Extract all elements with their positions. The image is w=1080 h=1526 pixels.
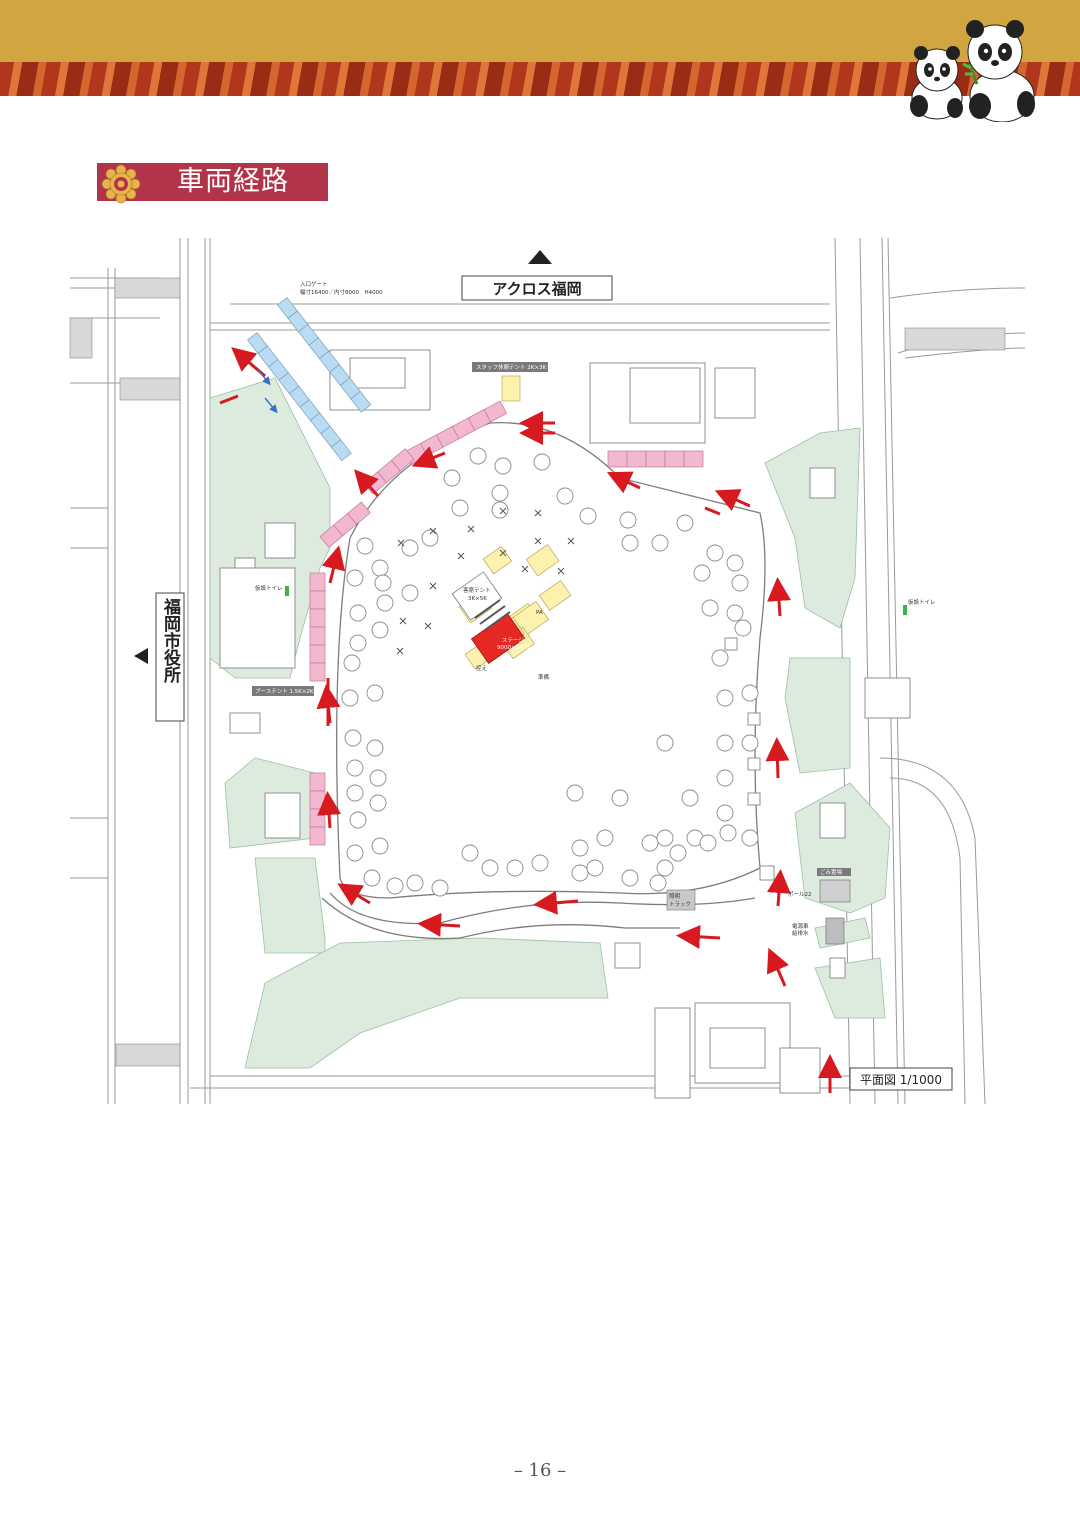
page-number: – 16 – — [513, 1460, 567, 1481]
west-arrow-icon — [134, 648, 148, 664]
blue-route-arrows — [257, 369, 278, 414]
north-arrow-icon — [528, 250, 552, 264]
garbage-label: ごみ置場 — [820, 868, 843, 876]
toilet-label-left: 仮設トイレ — [255, 584, 283, 592]
section-title-bar: 車両経路 — [97, 163, 328, 204]
green-areas — [209, 377, 891, 1069]
benches — [396, 507, 575, 655]
vehicle-route-arrows — [231, 347, 842, 1093]
guest-tent-label: 客席テント — [463, 586, 491, 594]
crosswalks — [69, 277, 1006, 1067]
stage-size: 9000×5400 — [497, 645, 530, 651]
site-map: アクロス福岡 福岡市役所 平面図 1/1000 入口ゲート 幅寸16400／内寸… — [69, 238, 1026, 1104]
map-annotations: 入口ゲート 幅寸16400／内寸8000 H4000 スタッフ休憩テント 2K×… — [252, 280, 936, 945]
staff-tent-label: スタッフ休憩テント 2K×3K — [476, 363, 546, 371]
flower-emblem-icon — [101, 164, 141, 204]
stage-area — [451, 375, 572, 670]
route-bars — [219, 394, 721, 726]
entrance-gate-label: 入口ゲート — [300, 280, 328, 288]
dressing-label: 控え — [476, 664, 487, 672]
section-title: 車両経路 — [177, 166, 289, 197]
truck-label: トラック — [669, 901, 691, 908]
north-label: アクロス福岡 — [492, 280, 581, 298]
booth-tent-label: ブーステント 1.5K×2K — [255, 687, 314, 695]
west-label: 福岡市役所 — [160, 597, 182, 684]
trees — [341, 447, 759, 897]
panda-mascot-icon — [910, 20, 1035, 122]
guest-tent-size: 3K×5K — [468, 596, 487, 602]
toilet-label-right: 仮設トイレ — [908, 598, 936, 606]
pa-label: PA — [536, 610, 543, 616]
prep-label: 準備 — [538, 673, 550, 681]
lighting-truck-label: 照明 — [669, 893, 681, 900]
parking-spots — [247, 297, 372, 462]
scale-label: 平面図 1/1000 — [860, 1073, 942, 1087]
stage-label: ステージ — [502, 637, 524, 644]
buildings — [219, 349, 911, 1099]
water-tank-label: 給排水 — [792, 929, 809, 937]
pole-note-label: ポール22 — [788, 891, 812, 898]
power-label: 電源車 — [792, 922, 809, 930]
banner-pattern — [0, 62, 1080, 96]
entrance-gate-size: 幅寸16400／内寸8000 H4000 — [300, 288, 383, 296]
header-banner — [0, 0, 1080, 96]
